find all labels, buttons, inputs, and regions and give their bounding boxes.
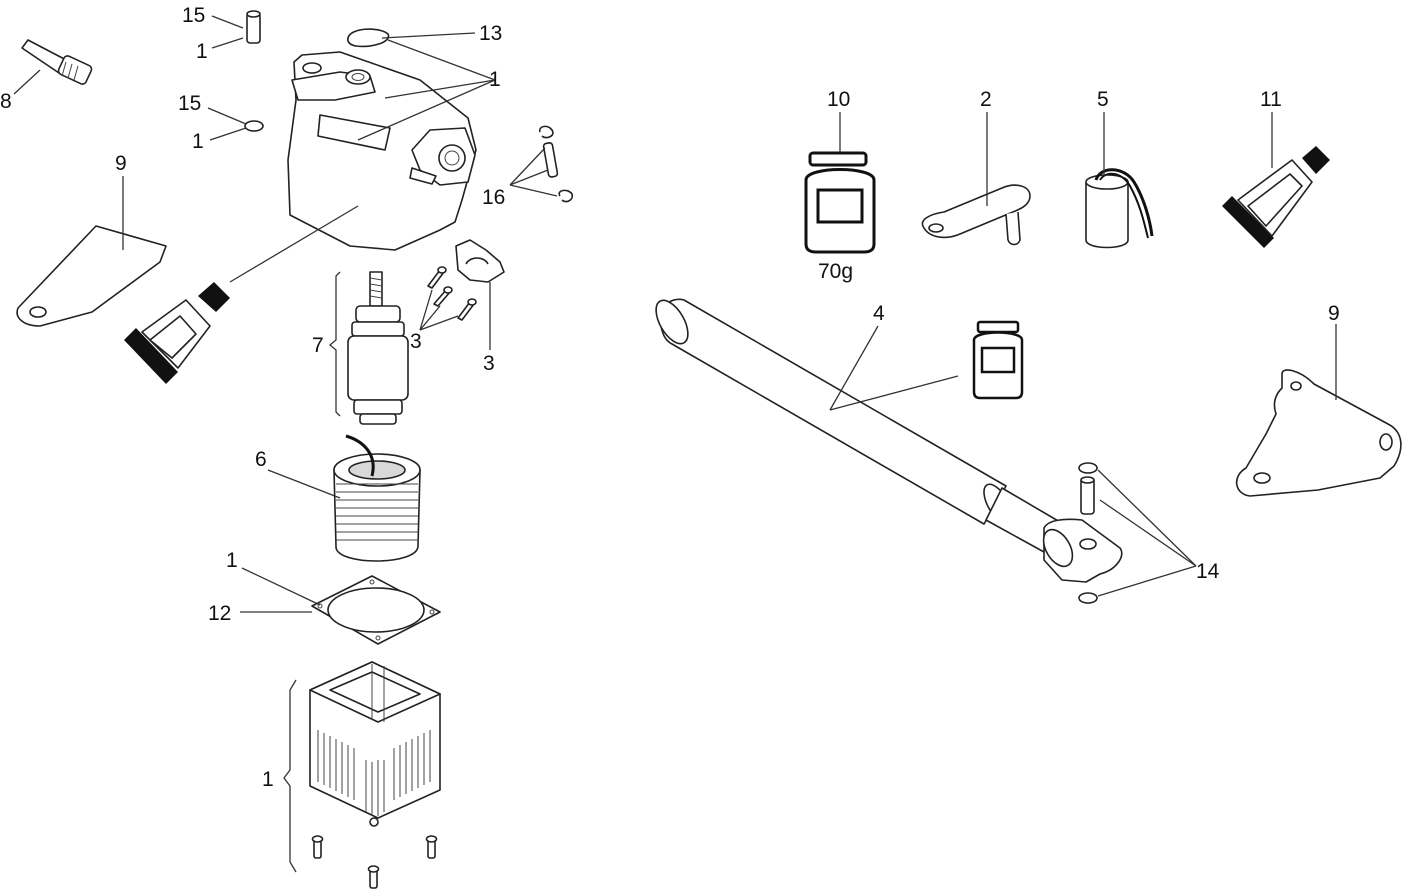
- actuator-arm-part: [655, 298, 1123, 583]
- label-4: 4: [873, 302, 885, 325]
- mounting-bracket-left-part: [16, 225, 167, 327]
- weight-label: 70g: [818, 260, 853, 283]
- capacitor-icon: [1085, 168, 1154, 249]
- sealant-tube-icon: [1222, 146, 1330, 248]
- label-3b: 3: [483, 352, 495, 375]
- circlip-pin-set-part: [538, 125, 574, 203]
- motor-housing-part: [287, 51, 477, 251]
- clevis-pin-set-part: [1078, 462, 1098, 604]
- stator-coil-part: [333, 434, 421, 562]
- label-14: 14: [1196, 560, 1220, 583]
- clamp-part: [455, 239, 505, 283]
- base-casing-part: [309, 661, 441, 827]
- washer-part: [244, 120, 264, 132]
- sealant-tube-left-part: [124, 282, 230, 384]
- label-7: 7: [312, 334, 324, 357]
- label-2: 2: [980, 88, 992, 111]
- label-3a: 3: [410, 330, 422, 353]
- label-1b: 1: [489, 68, 501, 91]
- motor-shaft-part: [347, 271, 409, 425]
- label-1a: 1: [196, 40, 208, 63]
- release-lever-icon: [921, 184, 1031, 246]
- grease-jar-icon: [804, 151, 876, 254]
- gasket-part: [311, 575, 441, 645]
- label-10: 10: [827, 88, 850, 111]
- label-5: 5: [1097, 88, 1109, 111]
- label-8: 8: [0, 90, 12, 113]
- label-9b: 9: [1328, 302, 1340, 325]
- label-6: 6: [255, 448, 267, 471]
- grease-jar-small-part: [972, 320, 1024, 400]
- base-screws-part: [311, 835, 438, 889]
- label-16: 16: [482, 186, 505, 209]
- label-12: 12: [208, 602, 231, 625]
- screw-set-part: [427, 266, 477, 321]
- label-15b: 15: [178, 92, 201, 115]
- label-11: 11: [1260, 88, 1282, 111]
- cap-part: [347, 28, 390, 48]
- label-9a: 9: [115, 152, 127, 175]
- label-1c: 1: [192, 130, 204, 153]
- cable-gland-part: [21, 39, 93, 85]
- mounting-bracket-right-part: [1235, 369, 1402, 497]
- label-15a: 15: [182, 4, 205, 27]
- label-1d: 1: [226, 549, 238, 572]
- label-13: 13: [479, 22, 502, 45]
- label-1e: 1: [262, 768, 274, 791]
- pin-part: [246, 10, 261, 44]
